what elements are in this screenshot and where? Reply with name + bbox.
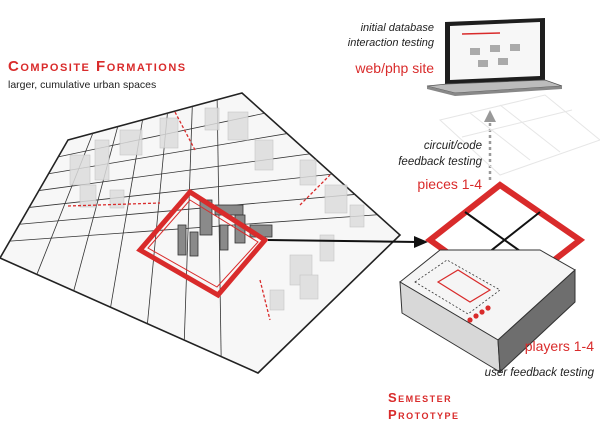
prototype-title-line2: Prototype [388, 407, 460, 422]
pieces-note-line2: feedback testing [398, 156, 482, 168]
laptop-icon [426, 18, 563, 96]
arrow-grid-to-pieces [267, 236, 428, 248]
composite-subtitle: larger, cumulative urban spaces [8, 79, 157, 91]
background-grid [438, 94, 600, 176]
prototype-title-line1: Semester [388, 390, 453, 405]
pieces-note-line1: circuit/code [423, 140, 482, 152]
composite-title: Composite Formations [8, 58, 187, 75]
players-note: user feedback testing [484, 367, 594, 379]
web-note-line1: initial database [360, 22, 434, 34]
arrow-pieces-to-web [484, 110, 496, 180]
prototype-box [399, 249, 576, 374]
players-label: players 1-4 [524, 338, 594, 354]
pieces-label: pieces 1-4 [417, 176, 482, 192]
composite-grid [0, 92, 402, 374]
web-note-line2: interaction testing [347, 37, 434, 49]
web-label: web/php site [355, 60, 434, 76]
